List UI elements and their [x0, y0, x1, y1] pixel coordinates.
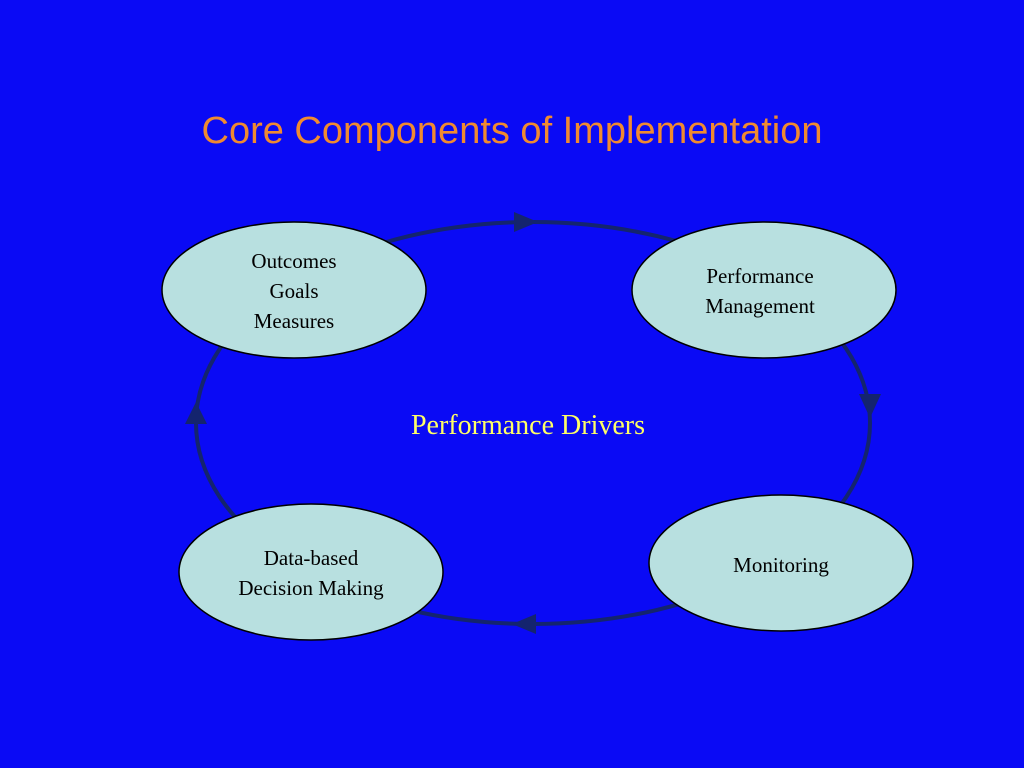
node-line: Management	[705, 294, 815, 318]
node-line: Outcomes	[251, 249, 337, 273]
arrow-left-icon	[512, 614, 536, 634]
node-monitoring: Monitoring	[649, 550, 913, 580]
node-line: Performance	[706, 264, 814, 288]
arrow-down-icon	[859, 394, 881, 418]
node-decision-making: Data-based Decision Making	[179, 543, 443, 603]
slide-title: Core Components of Implementation	[201, 110, 823, 152]
node-line: Measures	[253, 309, 335, 333]
node-performance-management: Performance Management	[628, 261, 892, 321]
node-line: Decision Making	[238, 576, 384, 600]
arrow-up-icon	[185, 402, 207, 424]
node-decision-making-shape	[178, 503, 444, 641]
arrow-right-icon	[514, 212, 538, 232]
node-line: Goals	[269, 279, 319, 303]
node-performance-management-shape	[631, 221, 897, 359]
node-monitoring-shape	[648, 494, 914, 632]
center-label: Performance Drivers	[410, 410, 645, 441]
node-line: Monitoring	[733, 553, 829, 577]
node-outcomes: Outcomes Goals Measures	[162, 246, 426, 336]
node-line: Data-based	[263, 546, 359, 570]
node-outcomes-shape	[161, 221, 427, 359]
